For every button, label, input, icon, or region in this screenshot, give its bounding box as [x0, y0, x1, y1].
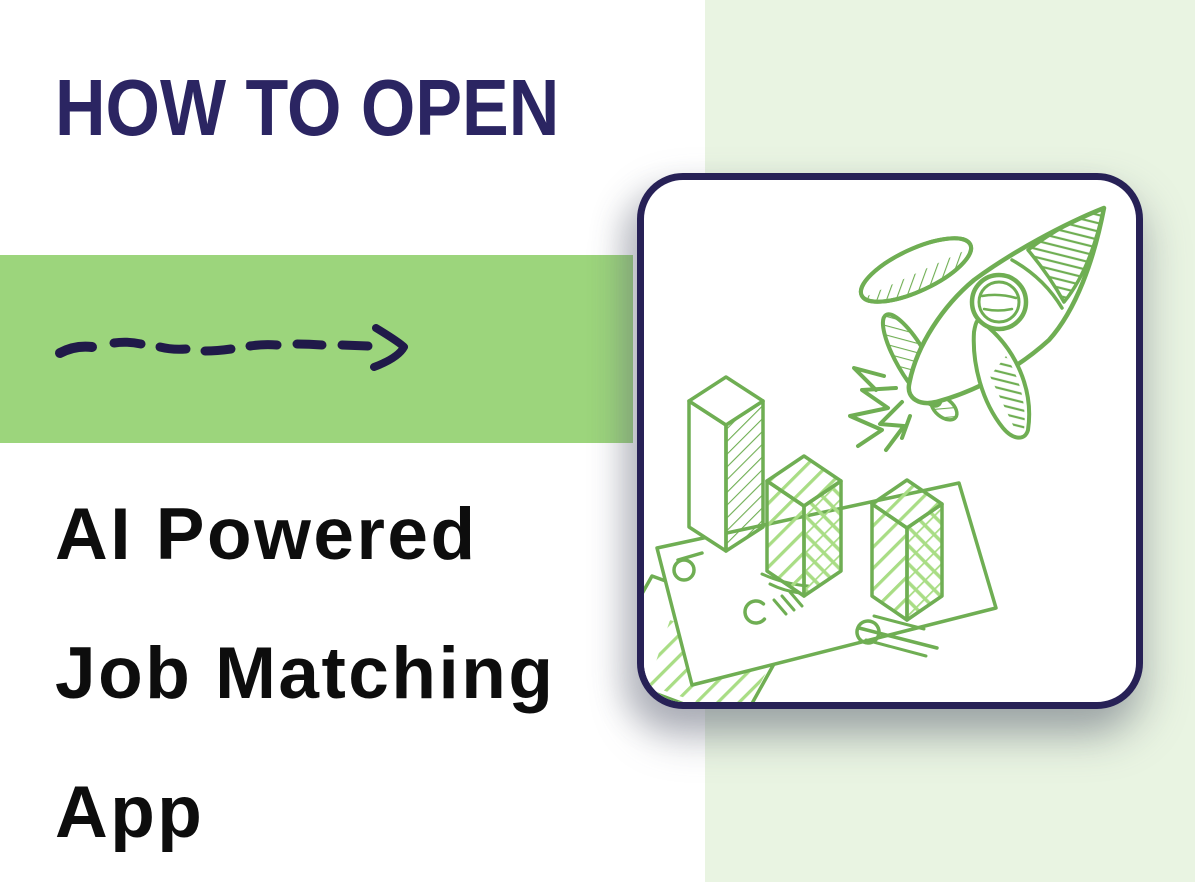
bar-3: [870, 478, 944, 622]
subtitle-line-3: App: [55, 772, 205, 853]
bar-2: [765, 454, 843, 598]
subtitle-line-2: Job Matching: [55, 633, 556, 714]
dashed-arrow-icon: [55, 324, 408, 371]
bar-chart-icon: [687, 375, 944, 622]
rocket-icon: [848, 205, 1107, 452]
bar-1: [687, 375, 765, 553]
green-band: [0, 255, 633, 443]
page-title: HOW TO OPEN: [55, 63, 560, 153]
subtitle: AI Powered Job Matching App: [55, 465, 675, 882]
illustration-card: [637, 173, 1143, 709]
rocket-growth-illustration: [644, 205, 1107, 702]
rocket-flame: [848, 366, 912, 452]
subtitle-line-1: AI Powered: [55, 494, 478, 575]
